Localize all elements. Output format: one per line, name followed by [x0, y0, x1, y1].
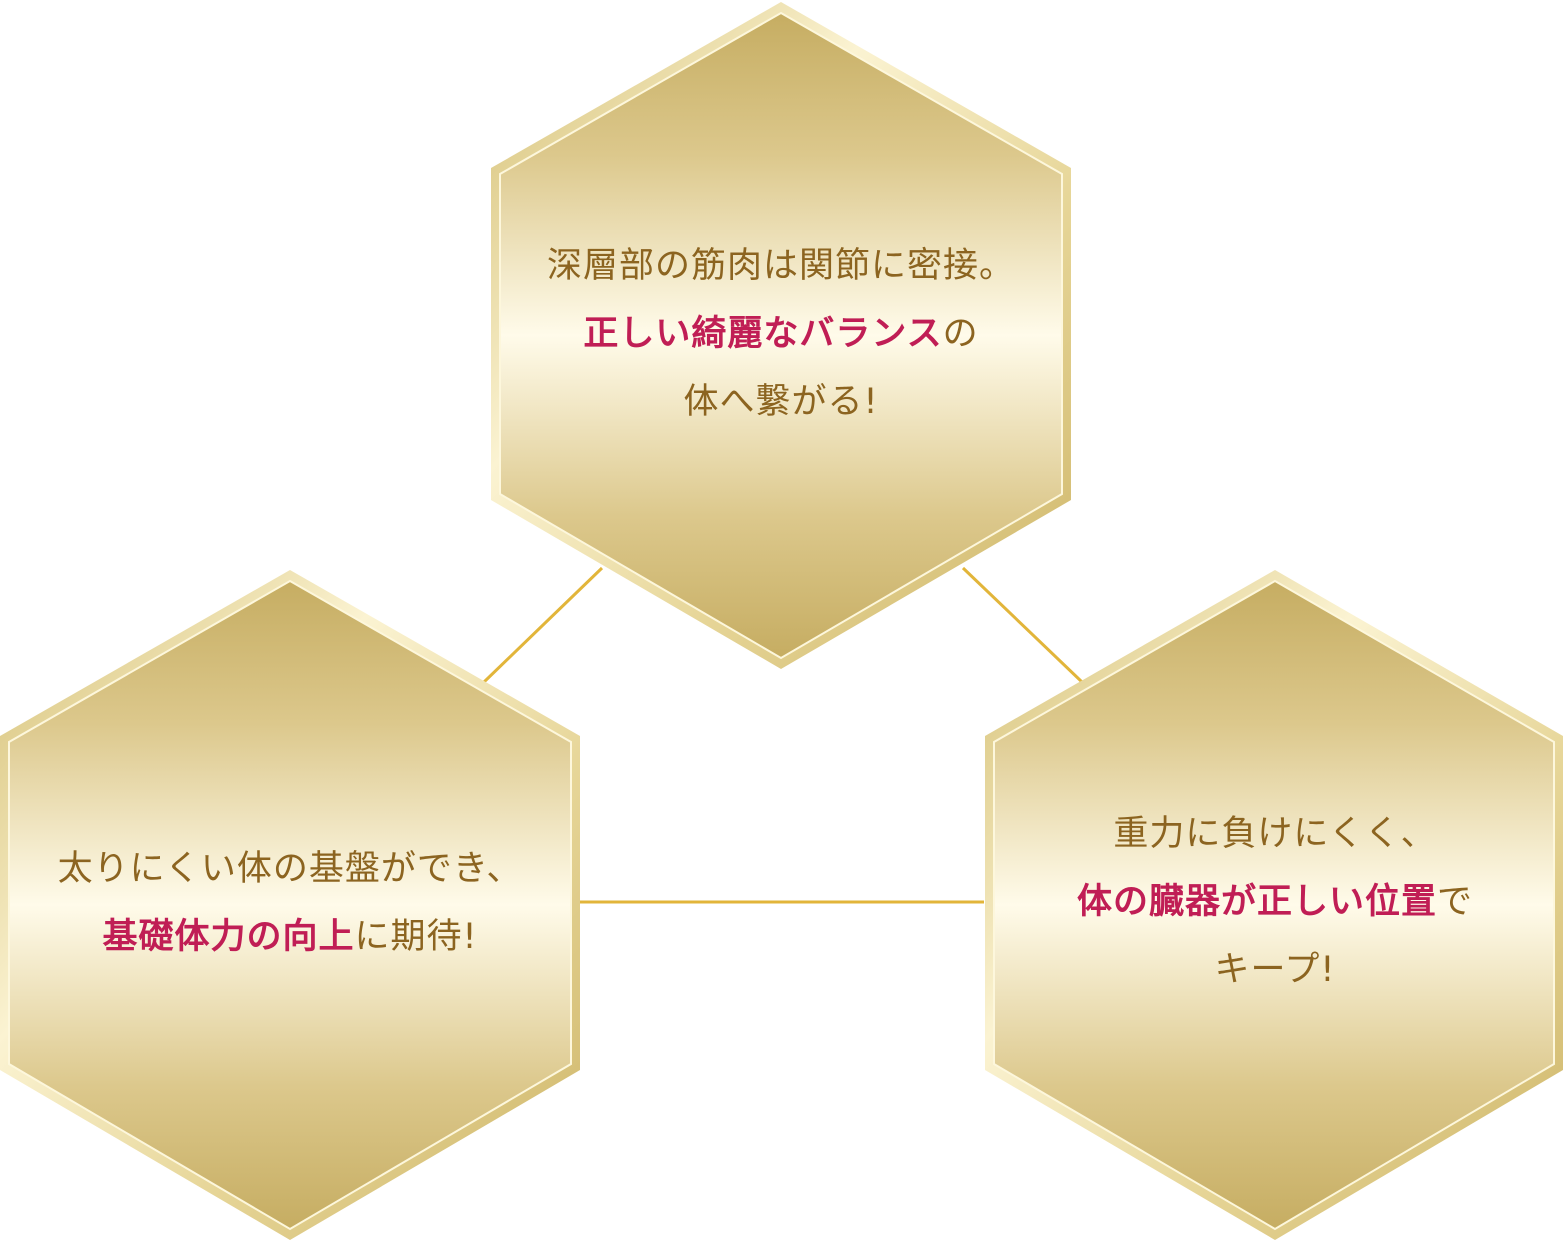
text-line: キープ! — [985, 936, 1565, 1004]
text-line: 深層部の筋肉は関節に密接。 — [491, 232, 1071, 300]
hexagon-right — [985, 570, 1563, 1240]
plain-text: 体へ繋がる! — [683, 382, 879, 422]
text-line: 体へ繋がる! — [491, 368, 1071, 436]
connector-top-left — [482, 566, 604, 684]
highlight-text: 体の臓器が正しい位置 — [1076, 882, 1437, 922]
highlight-text: 正しい綺麗なバランス — [583, 314, 943, 354]
hexagon-right-text: 重力に負けにくく、体の臓器が正しい位置でキープ! — [985, 800, 1565, 1004]
plain-text: 太りにくい体の基盤ができ、 — [57, 849, 523, 889]
plain-text: の — [942, 314, 979, 354]
text-line: 基礎体力の向上に期待! — [0, 903, 580, 971]
hexagon-left — [0, 570, 580, 1240]
plain-text: 深層部の筋肉は関節に密接。 — [546, 246, 1015, 286]
plain-text: キープ! — [1214, 950, 1336, 990]
hexagon-top — [491, 2, 1071, 669]
hexagon-left-text: 太りにくい体の基盤ができ、基礎体力の向上に期待! — [0, 835, 580, 971]
plain-text: 重力に負けにくく、 — [1113, 814, 1437, 854]
hexagon-top-text: 深層部の筋肉は関節に密接。正しい綺麗なバランスの体へ繋がる! — [491, 232, 1071, 436]
text-line: 重力に負けにくく、 — [985, 800, 1565, 868]
text-line: 正しい綺麗なバランスの — [491, 300, 1071, 368]
plain-text: で — [1437, 882, 1474, 922]
text-line: 太りにくい体の基盤ができ、 — [0, 835, 580, 903]
highlight-text: 基礎体力の向上 — [102, 917, 355, 957]
text-line: 体の臓器が正しい位置で — [985, 868, 1565, 936]
plain-text: に期待! — [354, 917, 478, 957]
connector-top-right — [961, 566, 1084, 684]
